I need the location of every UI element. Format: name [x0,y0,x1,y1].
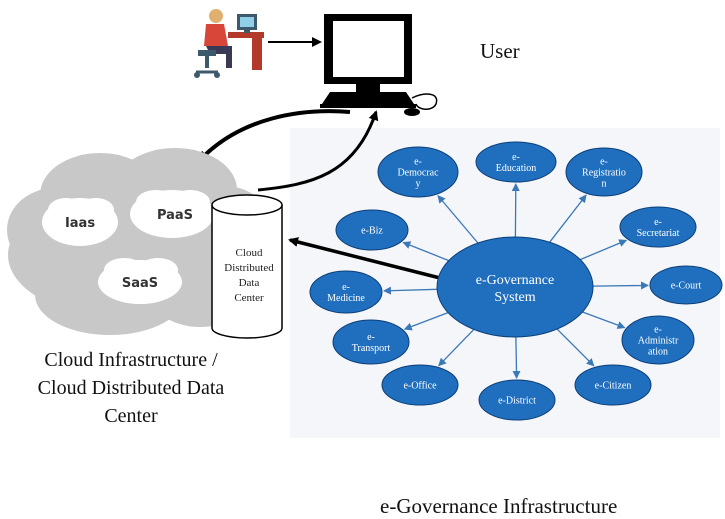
node-medicine: e-Medicine [309,270,383,314]
paas-label: PaaS [157,208,193,223]
node-district: e-District [478,379,556,421]
cloud-caption-line1: Cloud Infrastructure / [44,349,218,371]
spoke-court [592,281,650,290]
node-medicine-label: Medicine [327,293,365,304]
user-at-desk-icon [194,9,264,78]
node-district-label: e-District [498,396,536,407]
iaas-label: Iaas [65,216,95,231]
spoke-democracy [437,194,479,244]
node-secretariat: e-Secretariat [619,206,697,248]
datacenter-label-line1: Cloud [236,247,263,259]
user-label: User [480,39,520,63]
spoke-medicine [382,286,438,295]
node-transport-label: e- [367,332,375,343]
node-transport-shape [332,319,410,365]
egov-nodes: e-Democracye-Educatione-Registratione-Se… [309,141,723,421]
datacenter-label-line3: Data [239,277,260,289]
egov-to-datacenter-arrow [288,237,441,280]
node-office: e-Office [381,364,459,406]
spoke-district [512,336,521,380]
node-democracy-shape [377,146,459,198]
node-biz-label: e-Biz [361,226,383,237]
node-registration-label: Registratio [582,168,626,179]
node-democracy-label: Democrac [397,168,439,179]
mouse-icon [404,93,438,116]
egov-system-label: e-Governance [476,273,555,288]
node-registration-label: n [602,179,607,190]
node-citizen-shape [574,364,652,406]
node-medicine-shape [309,270,383,314]
spoke-transport [403,311,449,331]
node-administration-label: Administr [638,336,679,347]
node-citizen-label: e-Citizen [595,381,632,392]
egov-spokes [382,182,650,380]
computer-to-cloud-arrow [198,109,351,162]
iaas-bubble [42,198,118,246]
node-education-label: e- [512,152,520,163]
node-secretariat-label: Secretariat [637,228,680,239]
node-democracy-label: y [416,179,421,190]
node-administration-shape [621,315,695,365]
egov-system-shape [436,236,594,338]
node-office-label: e-Office [403,381,437,392]
cloud-caption: Cloud Infrastructure / Cloud Distributed… [0,346,262,430]
spoke-office [438,329,475,367]
node-transport-label: Transport [352,343,391,354]
node-education: e-Education [475,141,557,183]
saas-bubble [98,258,182,304]
node-biz-shape [335,209,409,251]
node-court-shape [649,265,723,305]
node-biz: e-Biz [335,209,409,251]
spoke-biz [402,241,450,262]
node-office-shape [381,364,459,406]
node-citizen: e-Citizen [574,364,652,406]
node-secretariat-shape [619,206,697,248]
datacenter-cylinder-icon [211,194,283,339]
saas-label: SaaS [122,276,158,291]
egov-system-label: System [494,290,535,305]
spoke-registration [549,194,587,243]
cloud-caption-line3: Center [104,405,158,427]
node-registration-shape [565,147,643,197]
node-secretariat-label: e- [654,217,662,228]
node-registration-label: e- [600,157,608,168]
spoke-administration [582,311,626,329]
node-medicine-label: e- [342,282,350,293]
node-democracy-label: e- [414,157,422,168]
node-court-label: e-Court [671,281,702,292]
computer-monitor-icon [320,14,416,108]
datacenter-label-line2: Distributed [224,262,274,274]
node-district-shape [478,379,556,421]
node-education-shape [475,141,557,183]
node-administration-label: ation [648,347,668,358]
cloud-to-computer-arrow [257,110,379,192]
cloud-caption-line2: Cloud Distributed Data [37,377,225,399]
node-transport: e-Transport [332,319,410,365]
spoke-secretariat [580,239,628,261]
datacenter-label-line4: Center [234,292,264,304]
spoke-citizen [556,328,595,367]
paas-bubble [130,190,214,238]
node-administration-label: e- [654,325,662,336]
node-education-label: Education [496,163,537,174]
node-court: e-Court [649,265,723,305]
egov-caption: e-Governance Infrastructure [380,494,618,518]
